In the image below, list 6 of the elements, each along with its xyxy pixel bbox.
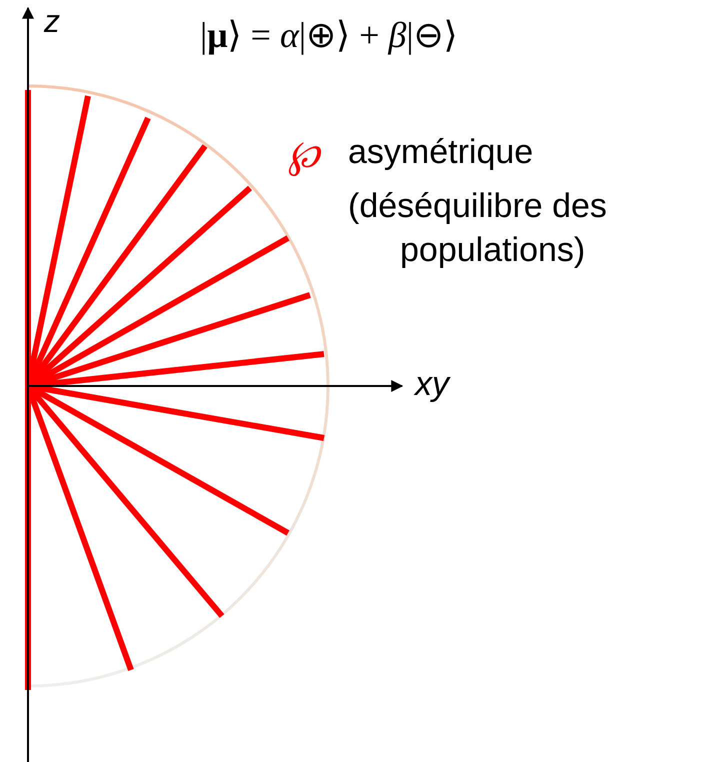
axis-label: z xyxy=(44,2,60,40)
weierstrass-p-symbol: ℘ xyxy=(288,132,320,178)
axis-label: xy xyxy=(415,364,449,405)
state-formula: |μ⟩ = α|⊕⟩ + β|⊖⟩ xyxy=(200,14,458,57)
description-note: (déséquilibre des populations) xyxy=(348,186,608,272)
description-text: asymétrique xyxy=(348,132,534,173)
